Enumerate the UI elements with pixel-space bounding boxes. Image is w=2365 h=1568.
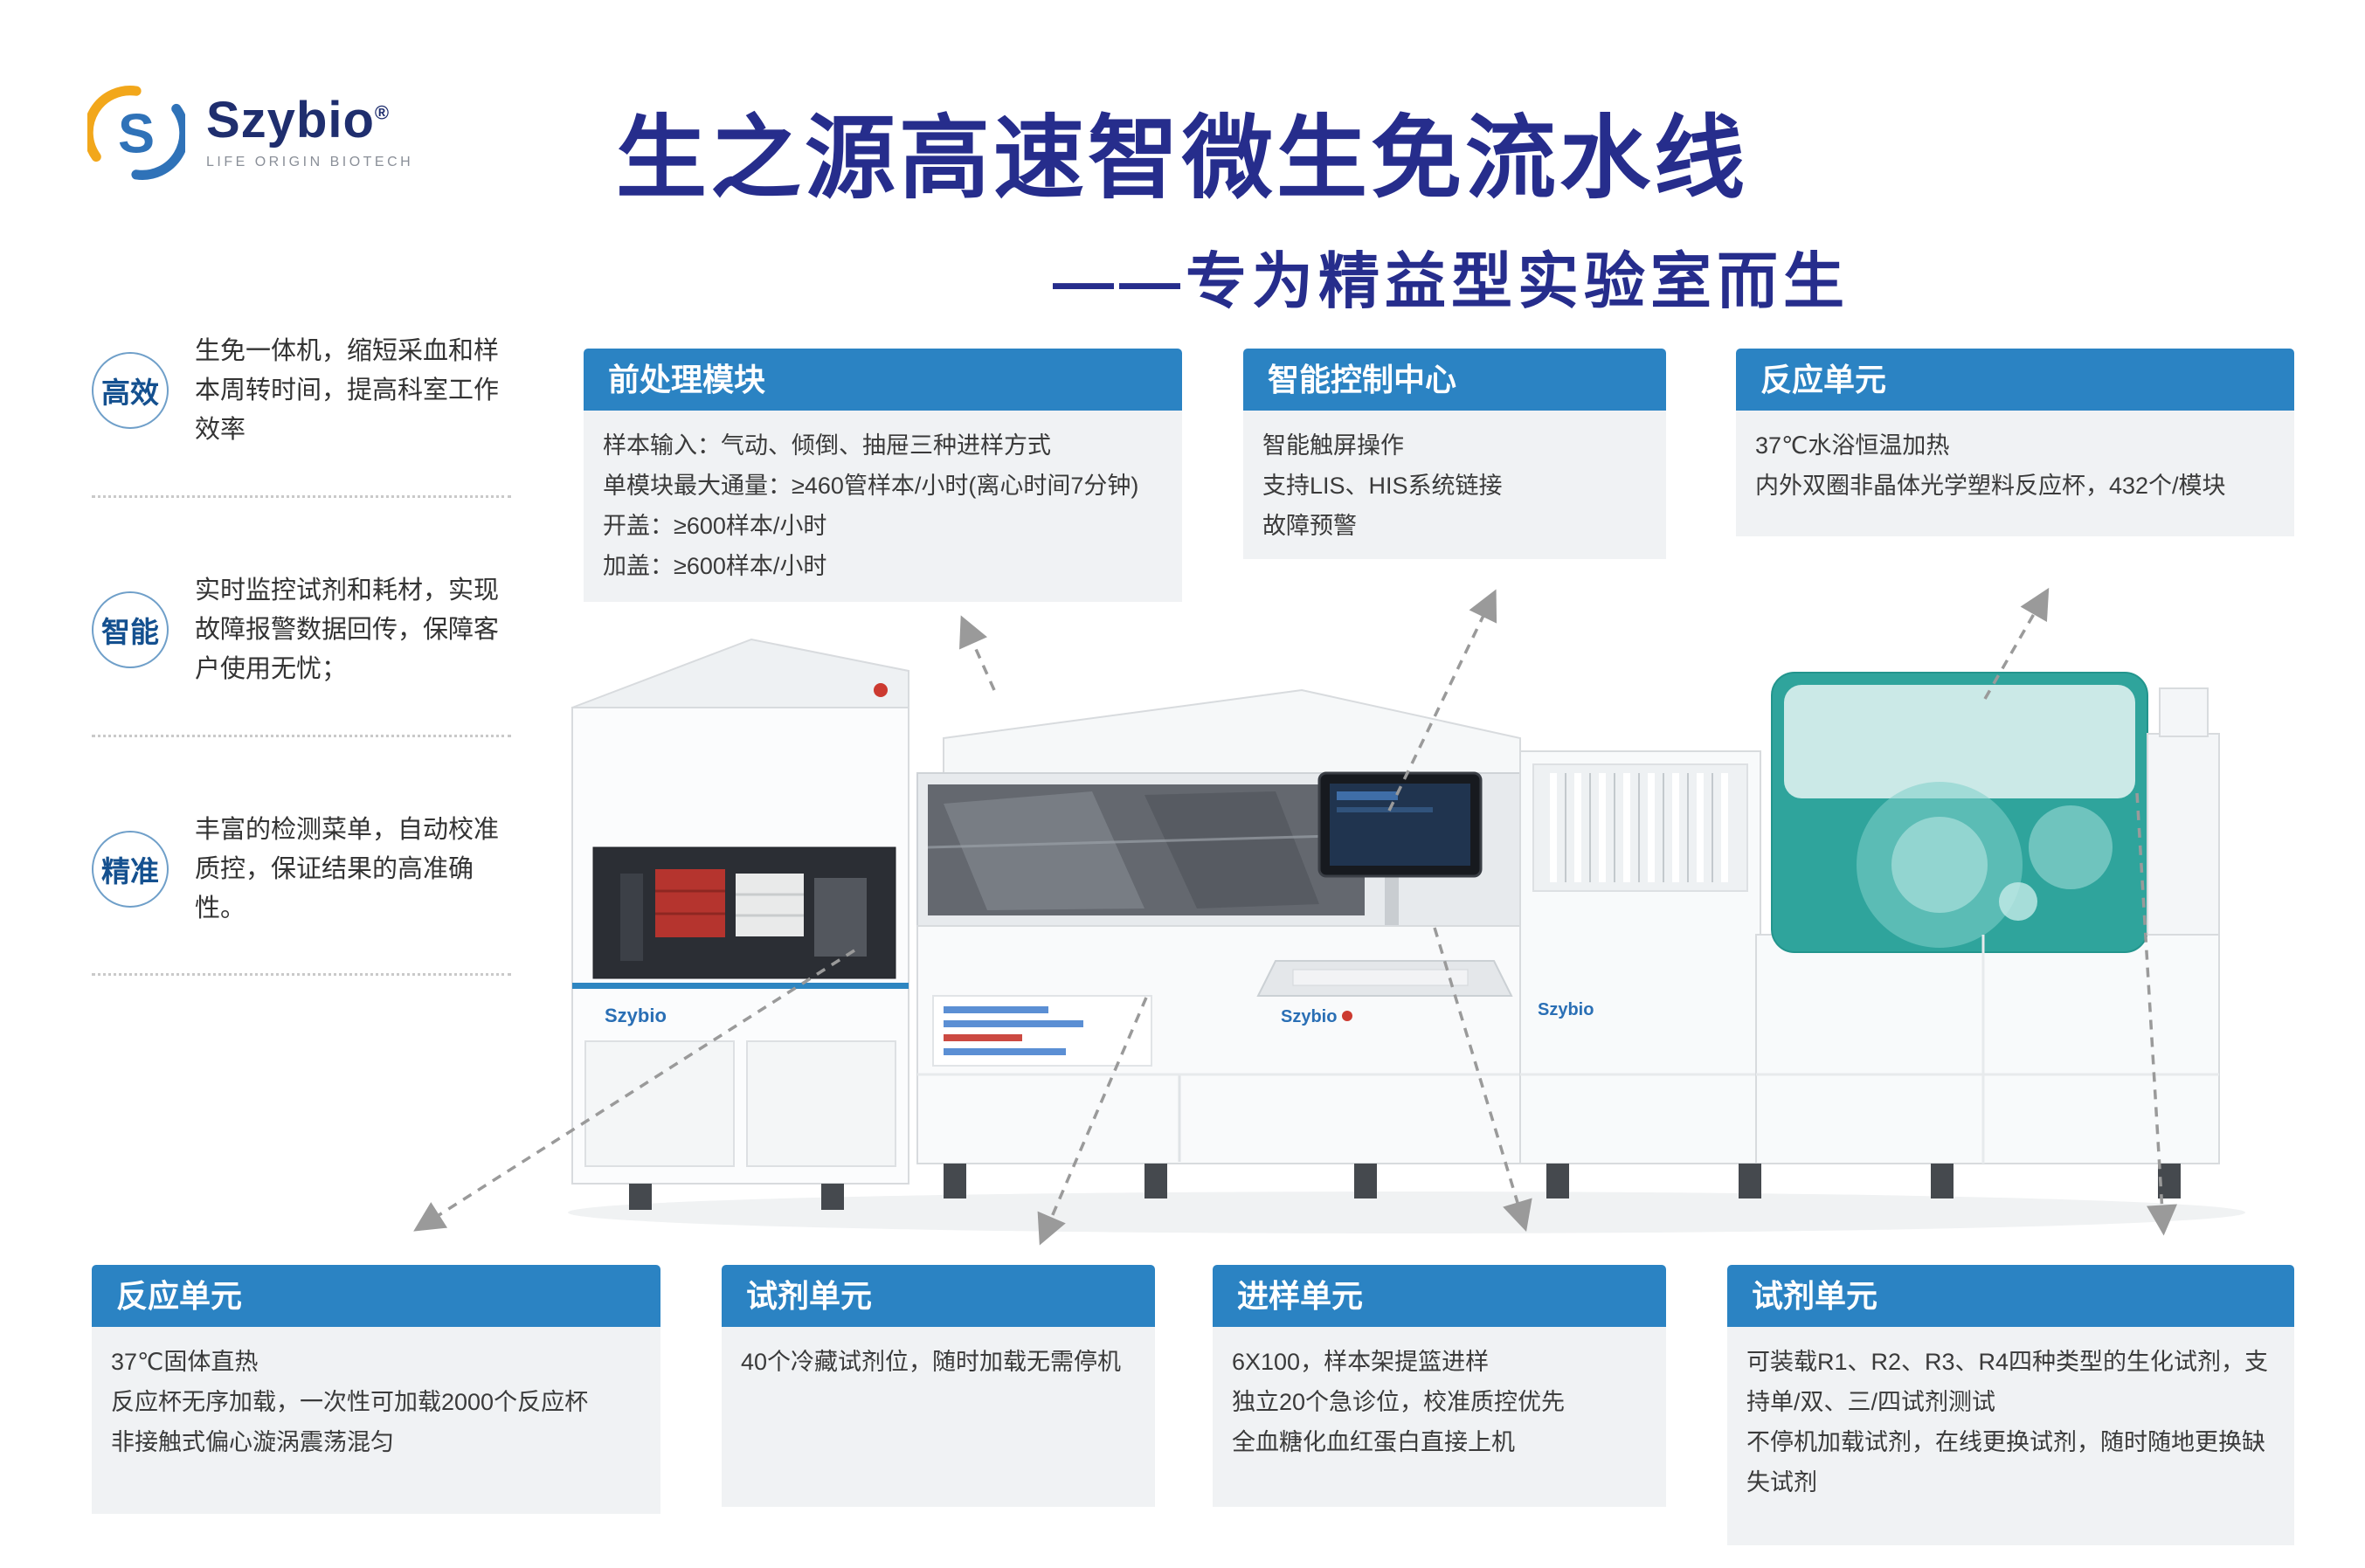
card-sampling-unit: 进样单元 6X100，样本架提篮进样 独立20个急诊位，校准质控优先 全血糖化血… bbox=[1213, 1265, 1666, 1507]
feature-badge-intelligent: 智能 bbox=[92, 591, 169, 669]
card-body: 6X100，样本架提篮进样 独立20个急诊位，校准质控优先 全血糖化血红蛋白直接… bbox=[1213, 1327, 1666, 1507]
dotted-divider bbox=[92, 494, 511, 498]
card-reaction-unit-top: 反应单元 37℃水浴恒温加热 内外双圈非晶体光学塑料反应杯，432个/模块 bbox=[1736, 349, 2294, 536]
spec-line: 独立20个急诊位，校准质控优先 bbox=[1232, 1388, 1566, 1415]
brand-logo: S Szybio® LIFE ORIGIN BIOTECH bbox=[87, 84, 413, 182]
spec-line: 反应杯无序加载，一次性可加载2000个反应杯 bbox=[111, 1388, 589, 1415]
machine-brand-label: Szybio bbox=[1538, 1000, 1594, 1019]
machine-brand-label: Szybio bbox=[605, 1005, 667, 1026]
machine-module-biochem bbox=[1755, 672, 2220, 1164]
card-body: 样本输入：气动、倾倒、抽屉三种进样方式 单模块最大通量：≥460管样本/小时(离… bbox=[584, 411, 1182, 602]
feature-text-efficient: 生免一体机，缩短采血和样本周转时间，提高科室工作效率 bbox=[195, 337, 500, 444]
registered-mark: ® bbox=[374, 101, 391, 124]
card-title: 智能控制中心 bbox=[1243, 349, 1666, 411]
card-title: 进样单元 bbox=[1213, 1265, 1666, 1327]
blue-accent-stripe bbox=[572, 983, 909, 989]
red-sample-rack bbox=[655, 869, 725, 937]
spec-line: 支持LIS、HIS系统链接 bbox=[1262, 472, 1503, 499]
brand-tagline: LIFE ORIGIN BIOTECH bbox=[206, 155, 414, 169]
card-title: 反应单元 bbox=[1736, 349, 2294, 411]
card-reagent-unit-biochem: 试剂单元 可装载R1、R2、R3、R4四种类型的生化试剂，支持单/双、三/四试剂… bbox=[1727, 1265, 2294, 1545]
page-subtitle: ——专为精益型实验室而生 bbox=[1053, 247, 1850, 315]
logo-letter: S bbox=[118, 103, 155, 164]
card-body: 37℃固体直热 反应杯无序加载，一次性可加载2000个反应杯 非接触式偏心漩涡震… bbox=[92, 1327, 660, 1514]
card-title: 试剂单元 bbox=[1727, 1265, 2294, 1327]
machine-brand-label: Szybio bbox=[1281, 1007, 1337, 1026]
emergency-button bbox=[874, 683, 888, 697]
brand-name: Szybio® bbox=[206, 92, 391, 149]
card-pretreatment-module: 前处理模块 样本输入：气动、倾倒、抽屉三种进样方式 单模块最大通量：≥460管样… bbox=[584, 349, 1182, 602]
card-body: 40个冷藏试剂位，随时加载无需停机 bbox=[722, 1327, 1155, 1507]
spec-line: 37℃固体直热 bbox=[111, 1349, 259, 1375]
spec-line: 可装载R1、R2、R3、R4四种类型的生化试剂，支持单/双、三/四试剂测试 bbox=[1746, 1349, 2269, 1415]
card-body: 37℃水浴恒温加热 内外双圈非晶体光学塑料反应杯，432个/模块 bbox=[1736, 411, 2294, 536]
spec-line: 37℃水浴恒温加热 bbox=[1755, 432, 1950, 459]
spec-line: 故障预警 bbox=[1262, 512, 1357, 539]
feature-precise: 精准 丰富的检测菜单，自动校准质控，保证结果的高准确性。 bbox=[92, 811, 511, 929]
card-title: 试剂单元 bbox=[722, 1265, 1155, 1327]
feature-text-precise: 丰富的检测菜单，自动校准质控，保证结果的高准确性。 bbox=[195, 815, 500, 922]
spec-line: 样本输入：气动、倾倒、抽屉三种进样方式 bbox=[603, 432, 1051, 459]
card-title: 反应单元 bbox=[92, 1265, 660, 1327]
card-reagent-unit-cold: 试剂单元 40个冷藏试剂位，随时加载无需停机 bbox=[722, 1265, 1155, 1507]
card-title: 前处理模块 bbox=[584, 349, 1182, 411]
feature-list: 高效 生免一体机，缩短采血和样本周转时间，提高科室工作效率 智能 实时监控试剂和… bbox=[92, 332, 511, 1049]
card-body: 可装载R1、R2、R3、R4四种类型的生化试剂，支持单/双、三/四试剂测试 不停… bbox=[1727, 1327, 2294, 1545]
machine-module-analyzer: Szybio bbox=[916, 688, 1521, 1164]
card-control-center: 智能控制中心 智能触屏操作 支持LIS、HIS系统链接 故障预警 bbox=[1243, 349, 1666, 559]
spec-line: 全血糖化血红蛋白直接上机 bbox=[1232, 1428, 1515, 1455]
spec-line: 非接触式偏心漩涡震荡混匀 bbox=[111, 1428, 394, 1455]
brand-text: Szybio® LIFE ORIGIN BIOTECH bbox=[206, 95, 413, 170]
machine-module-rack-station: Szybio bbox=[1519, 750, 1761, 1164]
spec-line: 单模块最大通量：≥460管样本/小时(离心时间7分钟) bbox=[603, 472, 1139, 499]
card-body: 智能触屏操作 支持LIS、HIS系统链接 故障预警 bbox=[1243, 411, 1666, 559]
machine-module-pretreatment: Szybio bbox=[571, 638, 909, 1185]
spec-line: 不停机加载试剂，在线更换试剂，随时随地更换缺失试剂 bbox=[1746, 1428, 2265, 1495]
spec-line: 开盖：≥600样本/小时 bbox=[603, 512, 827, 539]
spec-line: 40个冷藏试剂位，随时加载无需停机 bbox=[741, 1349, 1122, 1375]
spec-line: 内外双圈非晶体光学塑料反应杯，432个/模块 bbox=[1755, 472, 2226, 499]
card-reaction-unit: 反应单元 37℃固体直热 反应杯无序加载，一次性可加载2000个反应杯 非接触式… bbox=[92, 1265, 660, 1514]
feature-text-intelligent: 实时监控试剂和耗材，实现故障报警数据回传，保障客户使用无忧； bbox=[195, 576, 500, 683]
feature-badge-efficient: 高效 bbox=[92, 352, 169, 430]
spec-line: 加盖：≥600样本/小时 bbox=[603, 552, 827, 579]
spec-line: 智能触屏操作 bbox=[1262, 432, 1404, 459]
machine-illustration: Szybio Szybio bbox=[568, 638, 2245, 1233]
white-sample-rack bbox=[736, 874, 804, 936]
page-title: 生之源高速智微生免流水线 bbox=[616, 108, 1749, 210]
spec-line: 6X100，样本架提篮进样 bbox=[1232, 1349, 1490, 1375]
feature-badge-precise: 精准 bbox=[92, 831, 169, 908]
logo-mark-icon: S bbox=[87, 86, 185, 180]
feature-efficient: 高效 生免一体机，缩短采血和样本周转时间，提高科室工作效率 bbox=[92, 332, 511, 450]
feature-intelligent: 智能 实时监控试剂和耗材，实现故障报警数据回传，保障客户使用无忧； bbox=[92, 571, 511, 689]
dotted-divider bbox=[92, 734, 511, 737]
dotted-divider bbox=[92, 973, 511, 977]
